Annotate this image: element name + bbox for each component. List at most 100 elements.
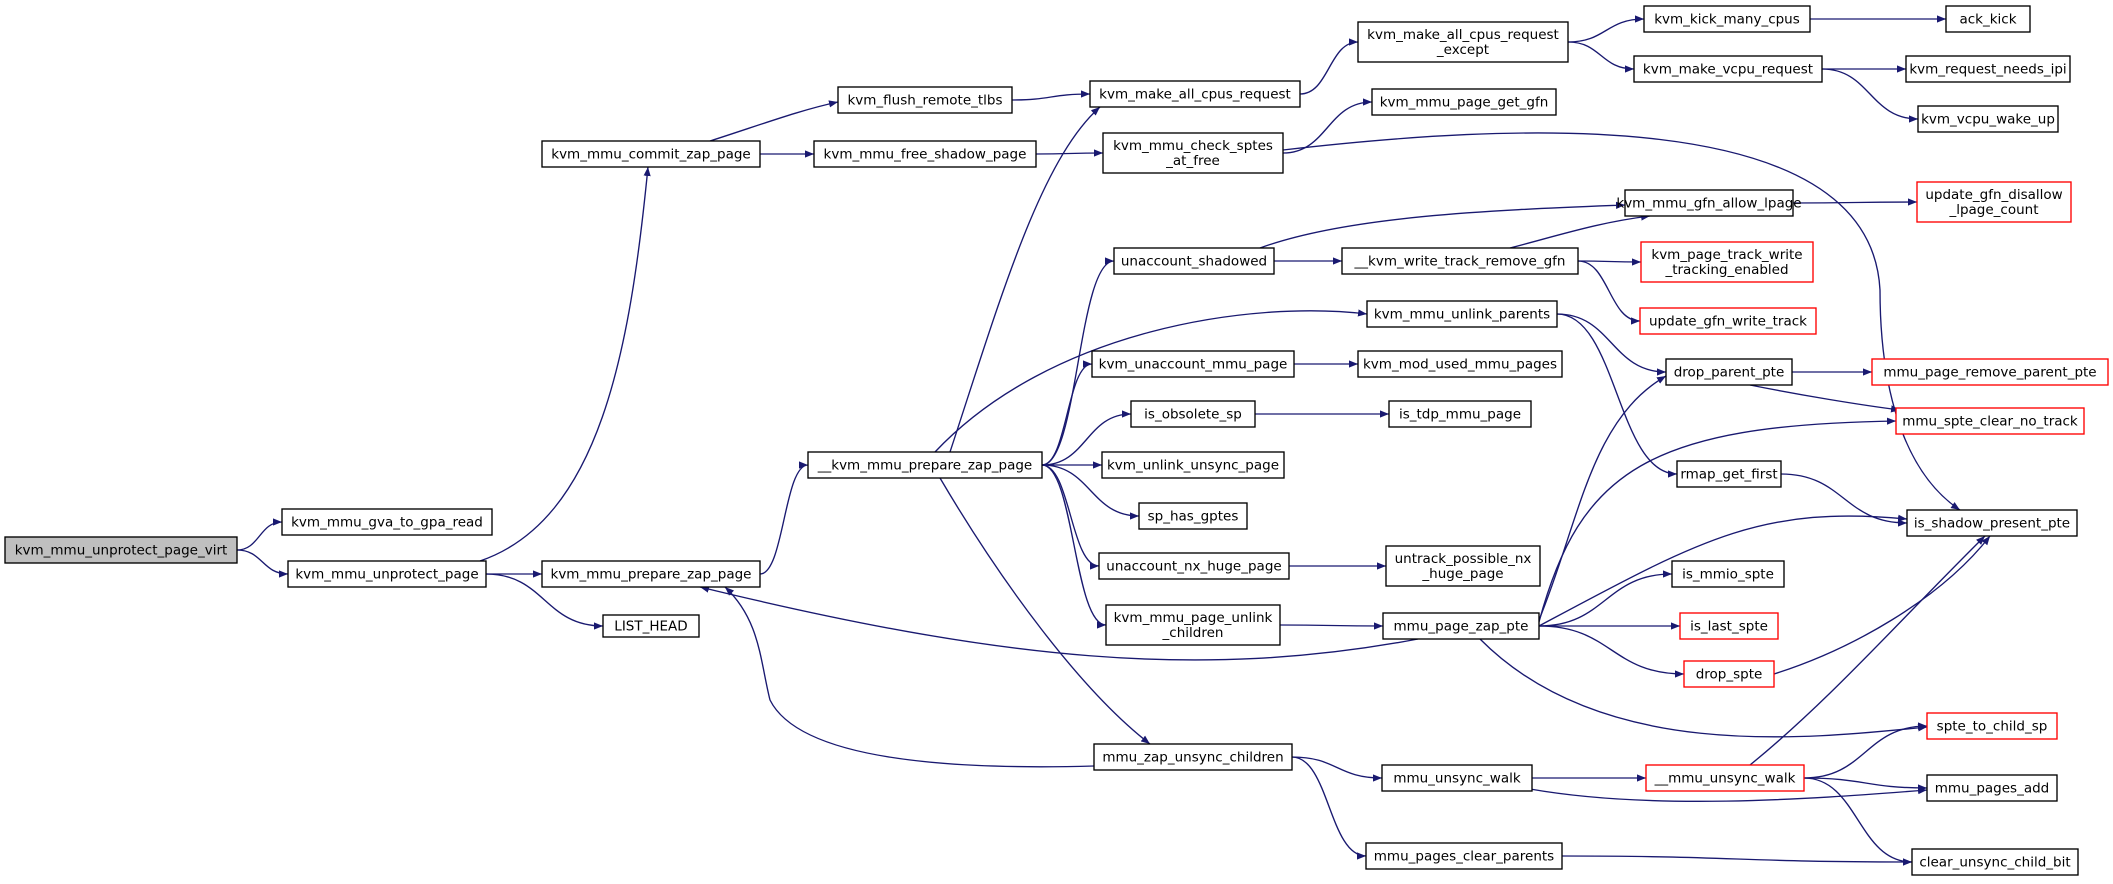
node-label: mmu_spte_clear_no_track [1902, 414, 2078, 430]
node-kvm-request-needs-ipi[interactable]: kvm_request_needs_ipi [1905, 55, 2071, 83]
node-kvm-mmu-unprotect-page[interactable]: kvm_mmu_unprotect_page [287, 560, 487, 588]
node-kvm-kick-many-cpus[interactable]: kvm_kick_many_cpus [1643, 5, 1811, 33]
node-mmu-page-remove-parent-pte[interactable]: mmu_page_remove_parent_pte [1871, 358, 2109, 386]
node-kvm-mmu-gfn-allow-lpage[interactable]: kvm_mmu_gfn_allow_lpage [1616, 189, 1802, 217]
node-update-gfn-disallow-lpage-count[interactable]: update_gfn_disallow_lpage_count [1916, 181, 2072, 223]
node-is-obsolete-sp[interactable]: is_obsolete_sp [1130, 400, 1256, 428]
edge-line [1577, 260, 1641, 325]
node-label: kvm_mmu_gfn_allow_lpage [1616, 196, 1801, 212]
node-kvm-mmu-prepare-zap-page[interactable]: __kvm_mmu_prepare_zap_page [807, 451, 1043, 479]
node-kvm-unlink-unsync-page[interactable]: kvm_unlink_unsync_page [1101, 451, 1285, 479]
edge-kvm-mmu-unlink-parents-to-rmap-get-first [1556, 313, 1678, 478]
node-kvm-make-all-cpus-request[interactable]: kvm_make_all_cpus_request [1089, 80, 1301, 108]
edge-line [1291, 756, 1367, 860]
node-box [1093, 743, 1293, 771]
node-mmu-page-zap-pte[interactable]: mmu_page_zap_pte [1382, 612, 1540, 640]
node-label: kvm_make_all_cpus_request [1099, 87, 1291, 103]
edge-line [1780, 473, 1908, 527]
edge-kvm-mmu-unlink-parents-to-drop-parent-pte [1556, 313, 1667, 376]
edge-kvm-mmu-unprotect-page-virt-to-kvm-mmu-unprotect-page [236, 549, 289, 578]
edge-mmu-page-zap-pte-to-spte-to-child-sp [1479, 638, 1928, 738]
node-label: kvm_mmu_free_shadow_page [824, 147, 1027, 163]
node-kvm-mod-used-mmu-pages[interactable]: kvm_mod_used_mmu_pages [1357, 350, 1563, 378]
node-box [1357, 21, 1569, 63]
node-box [1911, 848, 2079, 876]
node-rmap-get-first[interactable]: rmap_get_first [1676, 460, 1782, 488]
edge-kvm-mmu-check-sptes-at-free-to-kvm-mmu-page-get-gfn [1282, 98, 1373, 154]
node-kvm-mmu-page-get-gfn[interactable]: kvm_mmu_page_get_gfn [1371, 88, 1557, 116]
node-label: untrack_possible_nx [1395, 551, 1532, 567]
node-kvm-mmu-unprotect-page-virt[interactable]: kvm_mmu_unprotect_page_virt [4, 536, 238, 564]
edge-kvm-mmu-prepare-zap-page-to-kvm-unaccount-mmu-page [1041, 360, 1093, 466]
node-label: kvm_vcpu_wake_up [1921, 112, 2055, 128]
node-kvm-write-track-remove-gfn[interactable]: __kvm_write_track_remove_gfn [1341, 247, 1579, 275]
edge-line [1556, 313, 1678, 478]
node-box [1639, 307, 1817, 335]
edge-line [479, 166, 651, 562]
edge-line [1567, 41, 1635, 73]
node-sp-has-gptes[interactable]: sp_has_gptes [1138, 502, 1248, 530]
edge-line [1538, 417, 1897, 623]
node-label: unaccount_shadowed [1121, 254, 1267, 270]
edge-line [1041, 464, 1140, 520]
node-kvm-mmu-check-sptes-at-free[interactable]: kvm_mmu_check_sptes_at_free [1102, 132, 1284, 174]
node-ack-kick[interactable]: ack_kick [1945, 5, 2031, 33]
node-box [1871, 358, 2109, 386]
node-kvm-make-all-cpus-request-except[interactable]: kvm_make_all_cpus_request_except [1357, 21, 1569, 63]
node-kvm-mmu-unlink-parents[interactable]: kvm_mmu_unlink_parents [1366, 300, 1558, 328]
node-untrack-possible-nx-huge-page[interactable]: untrack_possible_nx_huge_page [1385, 545, 1541, 587]
edge-mmu-pages-clear-parents-to-clear-unsync-child-bit [1561, 855, 1913, 866]
node-drop-spte[interactable]: drop_spte [1683, 660, 1775, 688]
node-is-last-spte[interactable]: is_last_spte [1679, 612, 1779, 640]
node-mmu-zap-unsync-children[interactable]: mmu_zap_unsync_children [1093, 743, 1293, 771]
node-kvm-mmu-gva-to-gpa-read[interactable]: kvm_mmu_gva_to_gpa_read [281, 508, 493, 536]
node-box [837, 86, 1013, 114]
node-kvm-flush-remote-tlbs[interactable]: kvm_flush_remote_tlbs [837, 86, 1013, 114]
node-mmu-pages-clear-parents[interactable]: mmu_pages_clear_parents [1365, 842, 1563, 870]
node-unaccount-nx-huge-page[interactable]: unaccount_nx_huge_page [1098, 552, 1290, 580]
edge-line [1291, 756, 1383, 782]
node-is-tdp-mmu-page[interactable]: is_tdp_mmu_page [1388, 400, 1532, 428]
node-update-gfn-write-track[interactable]: update_gfn_write_track [1639, 307, 1817, 335]
edge-line [724, 586, 1095, 768]
node-label: is_last_spte [1690, 619, 1768, 635]
node-box [1633, 55, 1823, 83]
node-label: LIST_HEAD [614, 619, 687, 635]
node-is-shadow-present-pte[interactable]: is_shadow_present_pte [1906, 509, 2078, 537]
node-kvm-unaccount-mmu-page[interactable]: kvm_unaccount_mmu_page [1091, 350, 1295, 378]
edge-kvm-mmu-gfn-allow-lpage-to-update-gfn-disallow-lpage-count [1792, 198, 1918, 206]
node-is-mmio-spte[interactable]: is_mmio_spte [1671, 560, 1785, 588]
node-kvm-vcpu-wake-up[interactable]: kvm_vcpu_wake_up [1917, 105, 2059, 133]
node-label: kvm_make_all_cpus_request [1367, 27, 1559, 43]
node-kvm-page-track-write-tracking-enabled[interactable]: kvm_page_track_write_tracking_enabled [1640, 241, 1814, 283]
edge-mmu-zap-unsync-children-to-kvm-mmu-prepare-zap-page [724, 586, 1095, 768]
node-label: kvm_flush_remote_tlbs [847, 93, 1002, 109]
node-kvm-mmu-page-unlink-children[interactable]: kvm_mmu_page_unlink_children [1105, 604, 1281, 646]
node-spte-to-child-sp[interactable]: spte_to_child_sp [1926, 712, 2058, 740]
node-mmu-spte-clear-no-track[interactable]: mmu_spte_clear_no_track [1895, 407, 2085, 435]
edge-line [699, 585, 1419, 661]
edges-layer [236, 15, 1991, 866]
edge-kvm-mmu-prepare-zap-page-to-kvm-mmu-prepare-zap-page [759, 461, 809, 575]
node-clear-unsync-child-bit[interactable]: clear_unsync_child_bit [1911, 848, 2079, 876]
node-label: mmu_page_zap_pte [1394, 619, 1529, 635]
node-box [541, 140, 761, 168]
node-mmu-unsync-walk[interactable]: mmu_unsync_walk [1381, 764, 1533, 792]
node-mmu-unsync-walk[interactable]: __mmu_unsync_walk [1645, 764, 1805, 792]
edge-kvm-mmu-prepare-zap-page-to-sp-has-gptes [1041, 464, 1140, 520]
node-label: kvm_mmu_check_sptes [1113, 138, 1273, 154]
edge-line [1259, 201, 1626, 249]
node-drop-parent-pte[interactable]: drop_parent_pte [1665, 358, 1793, 386]
node-label: kvm_mmu_unprotect_page [295, 567, 478, 583]
edge-mmu-page-zap-pte-to-kvm-mmu-prepare-zap-page [699, 585, 1419, 661]
node-mmu-pages-add[interactable]: mmu_pages_add [1926, 774, 2058, 802]
node-kvm-mmu-prepare-zap-page[interactable]: kvm_mmu_prepare_zap_page [541, 560, 761, 588]
node-kvm-make-vcpu-request[interactable]: kvm_make_vcpu_request [1633, 55, 1823, 83]
edge-kvm-make-all-cpus-request-to-kvm-make-all-cpus-request-except [1299, 38, 1359, 95]
node-unaccount-shadowed[interactable]: unaccount_shadowed [1113, 247, 1275, 275]
node-list-head[interactable]: LIST_HEAD [602, 614, 700, 638]
node-box [813, 140, 1037, 168]
node-kvm-mmu-free-shadow-page[interactable]: kvm_mmu_free_shadow_page [813, 140, 1037, 168]
node-kvm-mmu-commit-zap-page[interactable]: kvm_mmu_commit_zap_page [541, 140, 761, 168]
